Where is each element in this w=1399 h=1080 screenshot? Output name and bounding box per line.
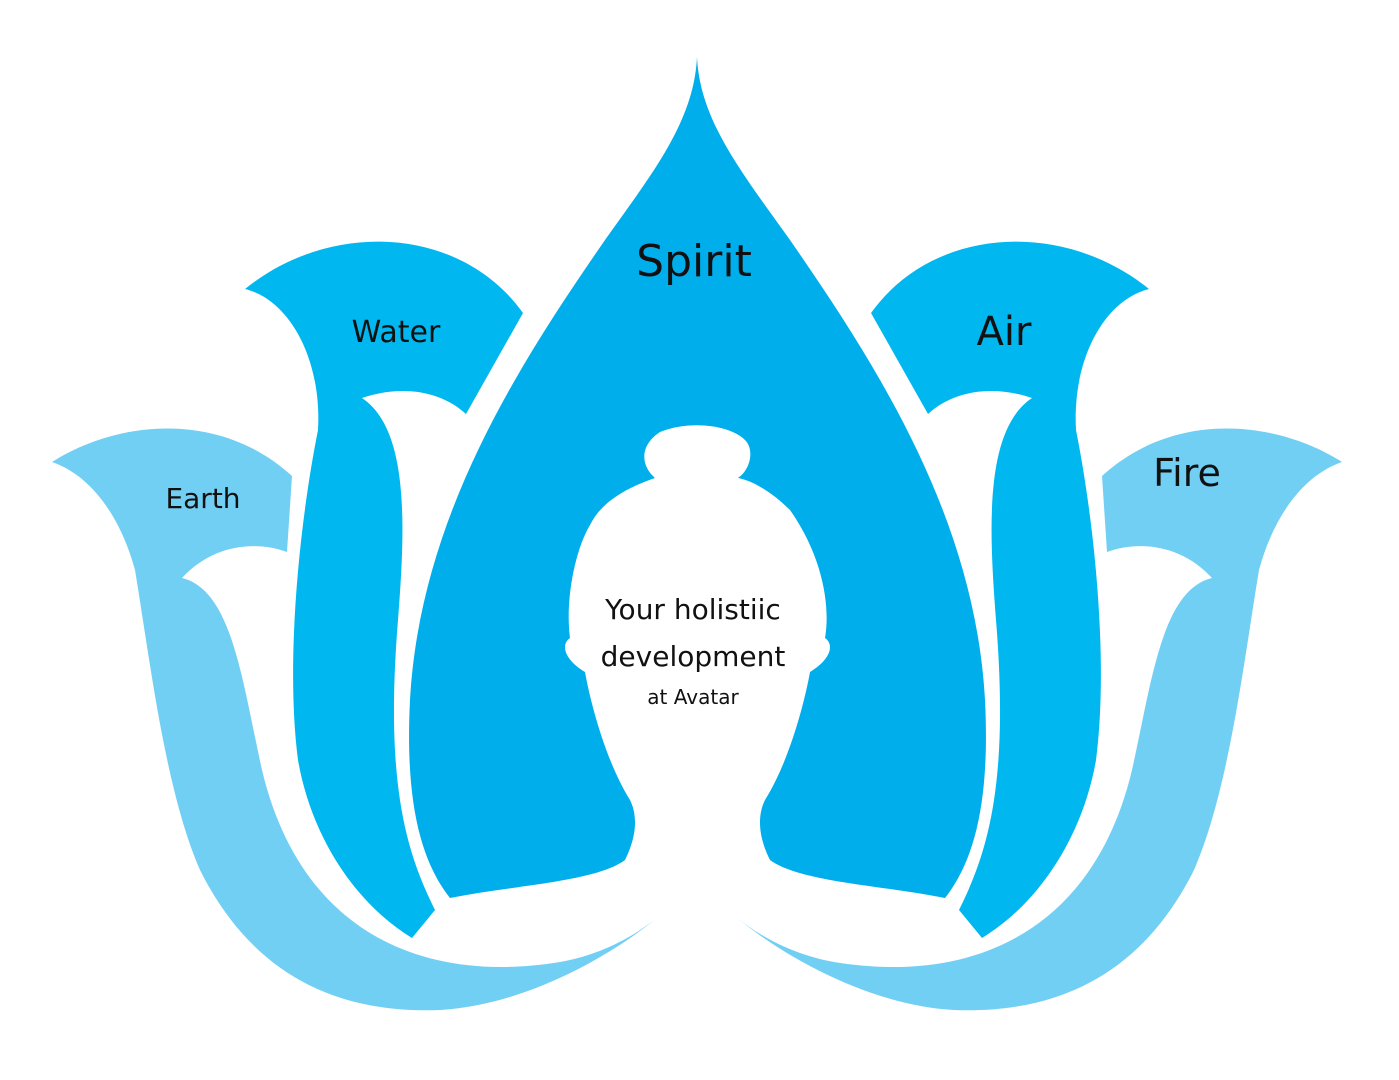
spirit-label: Spirit — [636, 236, 752, 287]
spirit-petal — [409, 57, 986, 898]
water-label: Water — [352, 315, 441, 350]
air-petal — [871, 241, 1149, 938]
center-line-2: development — [601, 640, 786, 673]
air-label: Air — [977, 309, 1032, 355]
center-line-3: at Avatar — [647, 685, 739, 709]
earth-label: Earth — [165, 482, 240, 515]
fire-label: Fire — [1153, 451, 1221, 495]
earth-petal — [52, 428, 660, 1011]
center-line-1: Your holistiic — [604, 593, 781, 626]
fire-petal — [734, 428, 1342, 1011]
water-petal — [245, 241, 523, 938]
